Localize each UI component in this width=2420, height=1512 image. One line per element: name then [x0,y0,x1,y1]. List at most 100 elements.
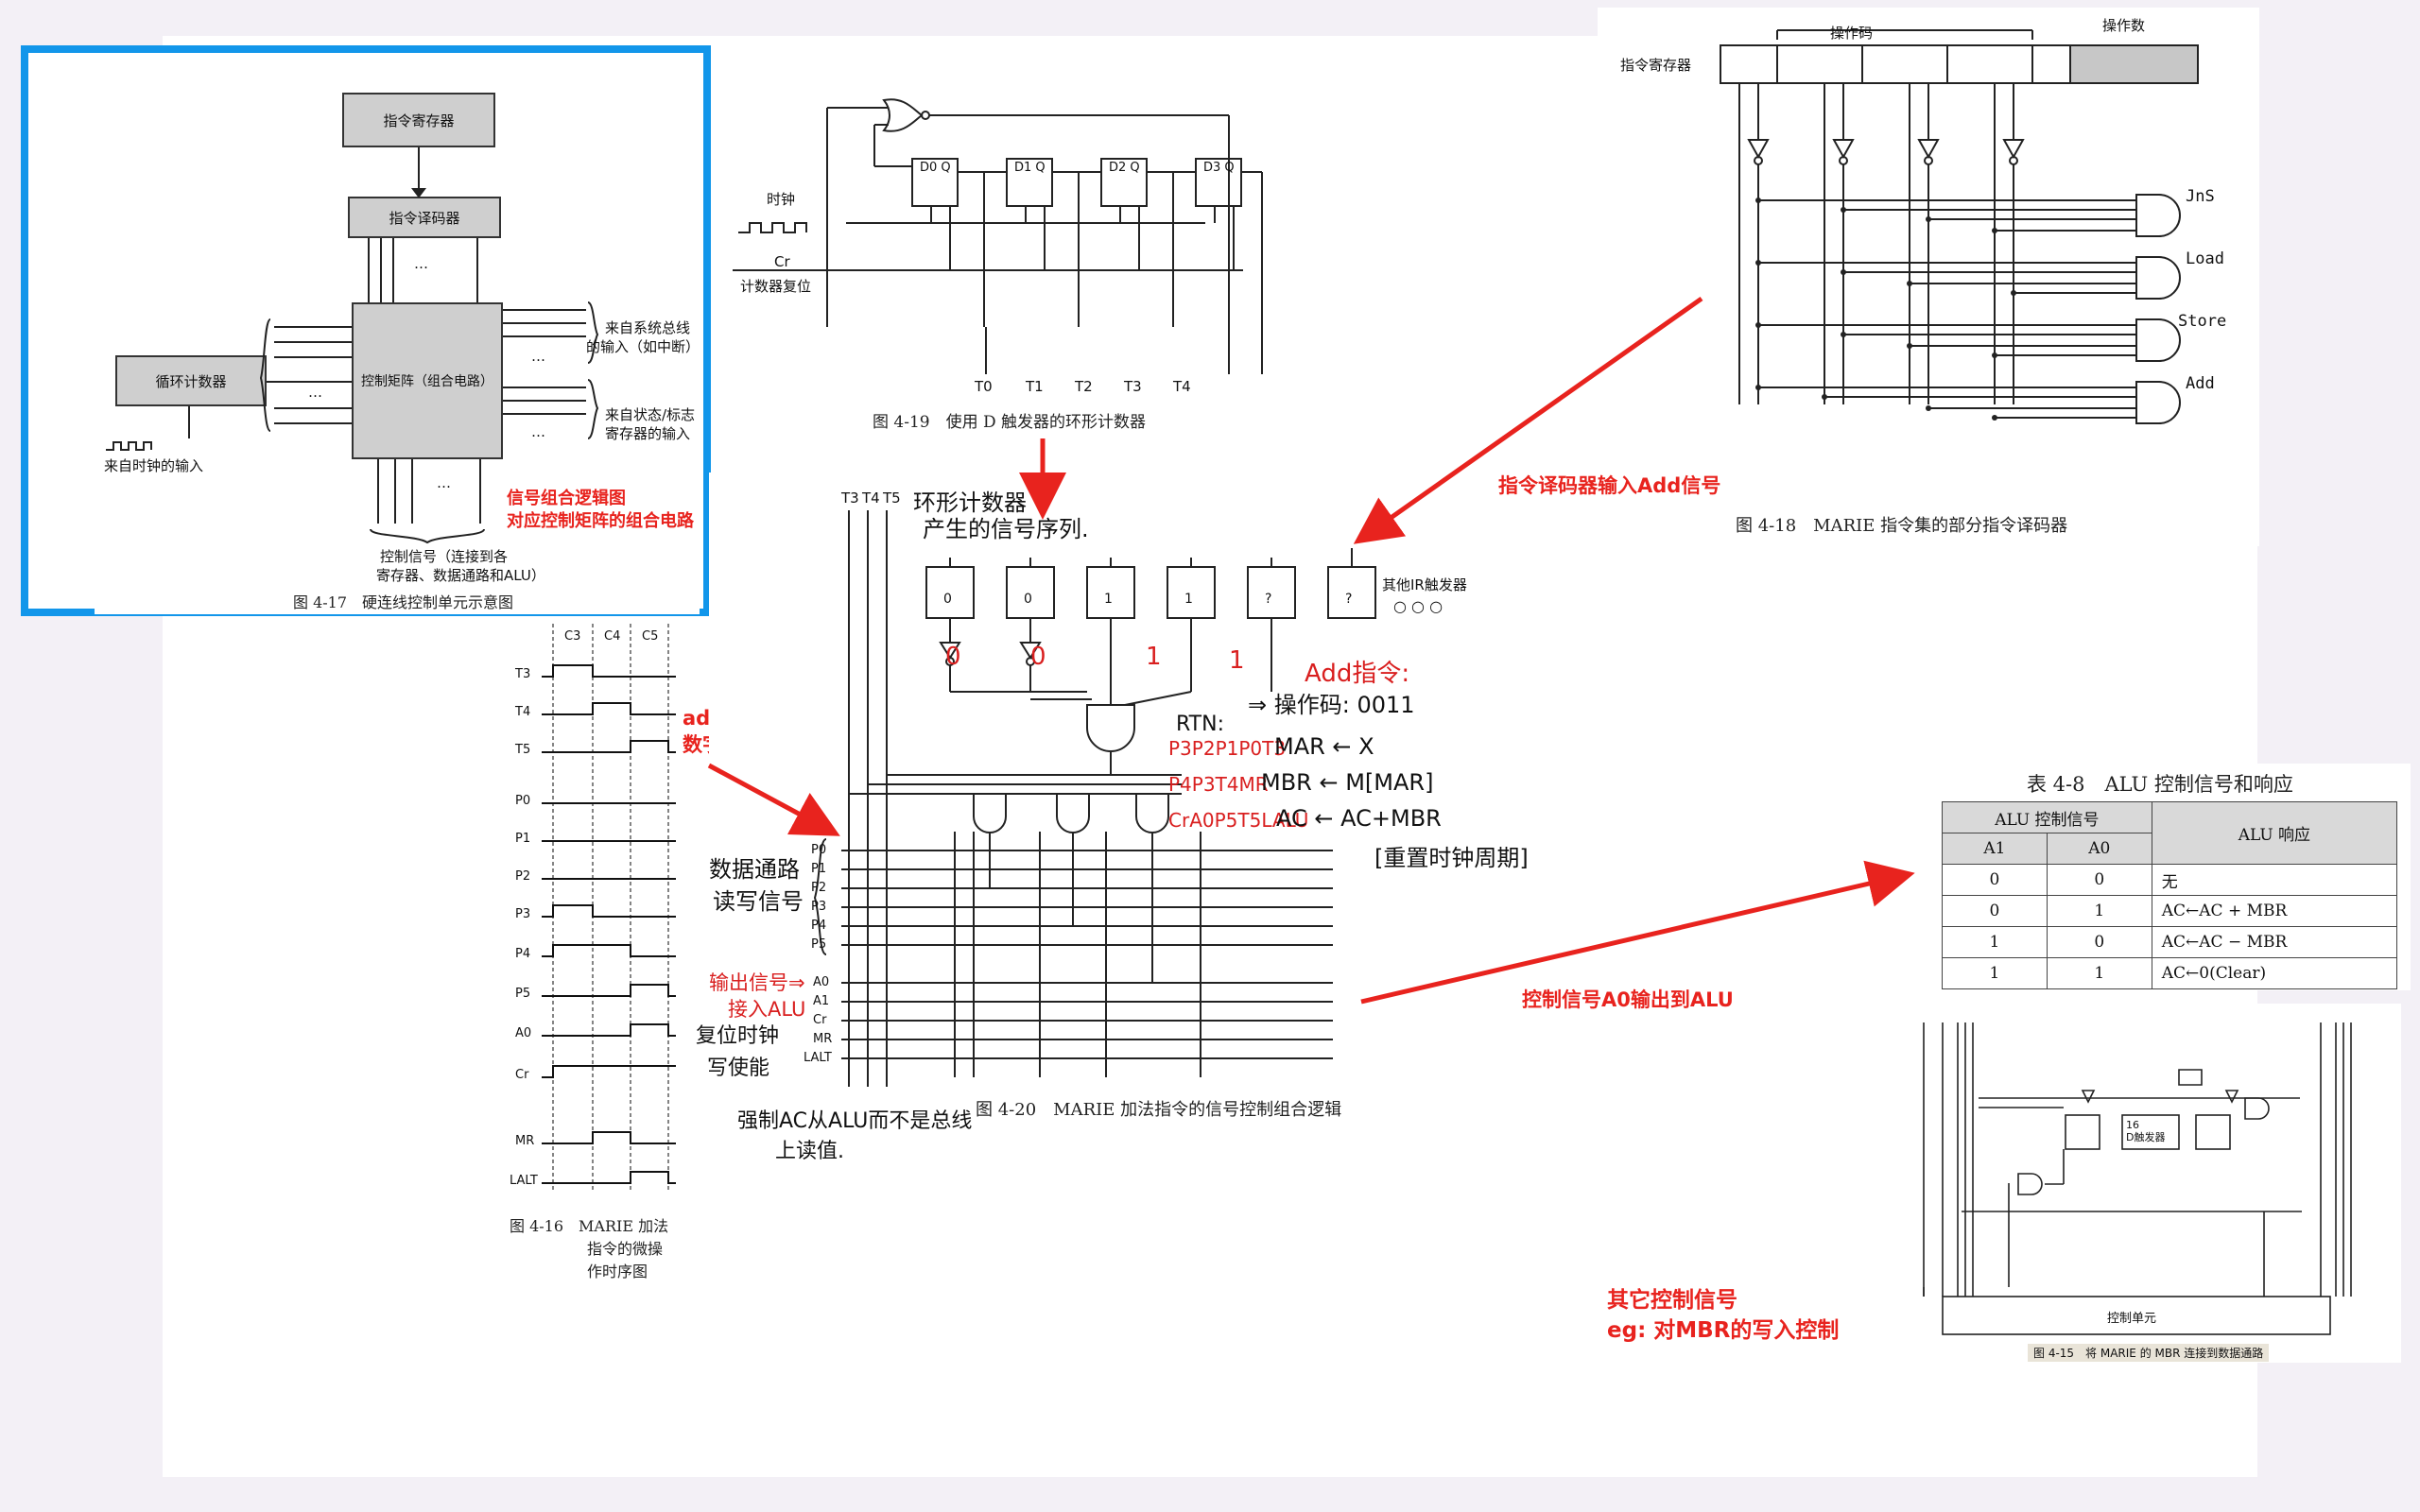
fig20-sig-a0: A0 [813,975,830,989]
fig17-dots-right-2: … [531,423,545,440]
fig17-flag-input-label-1: 来自状态/标志 [605,406,696,423]
fig20-bit-0: 0 [945,643,961,671]
fig18-operand-label: 操作数 [2102,17,2146,34]
fig16-row-p1: P1 [515,832,531,846]
fig17-cycle-counter: 循环计数器 [115,355,267,406]
fig15-note-2: eg: 对MBR的写入控制 [1607,1318,1840,1343]
fig20-ff-val-1: 0 [1024,592,1032,607]
fig20-force-note-2: 上读值. [775,1140,844,1163]
table48-cell: 1 [2046,895,2152,927]
fig20-rtn-arrow-2: MBR ← M[MAR] [1261,769,1434,796]
table48-cell: 0 [1942,864,2048,896]
fig16-waveforms [542,624,676,1191]
fig20-rtn-label: RTN: [1176,713,1224,736]
fig17-dots-right-1: … [531,348,545,365]
table48-cell: 0 [2046,926,2152,958]
fig15-caption: 图 4-15 将 MARIE 的 MBR 连接到数据通路 [2028,1344,2270,1362]
fig20-panel: T3 T4 T5 环形计数器 产生的信号序列. 0 0 1 1 ? ? 其他IR… [696,472,1598,1172]
fig20-rtn-arrow-3: AC ← AC+MBR [1276,805,1442,832]
fig17-caption: 图 4-17 硬连线控制单元示意图 [293,593,514,611]
fig16-row-t4: T4 [515,705,531,719]
fig20-add-note-2: ⇒ 操作码: 0011 [1248,692,1415,718]
fig18-note: 指令译码器输入Add信号 [1498,474,1721,497]
fig19-out-t1: T1 [1026,378,1044,395]
fig20-rtn-sig-3: CrA0P5T5LALU [1168,809,1309,832]
fig15-d-flipflop: 16 D触发器 [2126,1119,2166,1143]
fig20-reset-note: [重置时钟周期] [1374,845,1529,871]
fig20-ff-val-0: 0 [943,592,952,607]
fig18-panel: 操作码 操作数 指令寄存器 JnS Load Store Add 图 4-18 … [1598,8,2259,546]
fig16-panel: C3 C4 C5 T3 T4 T5 P0 P1 P2 P3 P4 P5 A0 C… [506,624,695,1304]
fig15-circuit [1923,1022,2352,1335]
fig18-gate-load: Load [2186,249,2224,268]
fig20-sig-p2: P2 [811,881,827,895]
fig20-reset-clock-note: 复位时钟 [696,1024,780,1048]
fig20-top-t4: T4 [862,490,880,507]
table-row: 0 0 无 [1942,864,2398,896]
table48-cell: 1 [1942,957,2048,989]
table48-cell: 1 [1942,926,2048,958]
fig16-caption-1: 图 4-16 MARIE 加法 [510,1217,669,1235]
fig16-row-a0: A0 [515,1026,532,1040]
fig18-gate-store: Store [2178,312,2227,331]
fig20-sig-a1: A1 [813,994,830,1008]
fig20-bit-1: 0 [1030,643,1046,671]
fig20-top-t3: T3 [841,490,859,507]
table48-cell: 0 [1942,895,2048,927]
fig20-data-path-note-2: 读写信号 [713,888,804,915]
fig19-out-t0: T0 [975,378,993,395]
fig20-write-enable-note: 写使能 [707,1057,770,1080]
fig20-out-sig-note-2: 接入ALU [728,998,806,1021]
fig17-control-matrix: 控制矩阵（组合电路） [352,302,503,459]
table48-cell: 1 [2046,957,2152,989]
fig19-ff-1: D1 Q [1014,161,1046,175]
fig17-dots-top: … [414,255,428,272]
fig20-ff-val-4: ? [1265,592,1272,607]
fig16-row-p4: P4 [515,947,531,961]
fig20-sig-mr: MR [813,1032,833,1046]
table48-cell: 无 [2151,864,2398,896]
fig20-force-note-1: 强制AC从ALU而不是总线 [737,1109,973,1133]
fig19-out-t4: T4 [1173,378,1191,395]
fig16-row-mr: MR [515,1134,535,1148]
fig18-circuit [1720,29,2199,424]
table48-title: 表 4-8 ALU 控制信号和响应 [2027,773,2293,796]
fig20-add-note-1: Add指令: [1305,660,1410,688]
fig20-circles: ○ ○ ○ [1393,597,1443,615]
fig19-reset-label: 计数器复位 [740,278,812,295]
fig19-cr-label: Cr [774,253,790,270]
fig18-gate-jns: JnS [2186,187,2215,206]
fig16-row-p0: P0 [515,794,531,808]
fig17-instruction-decoder: 指令译码器 [348,197,501,238]
fig20-ff-val-3: 1 [1184,592,1193,607]
fig15-panel: 16 D触发器 控制单元 图 4-15 将 MARIE 的 MBR 连接到数据通… [1867,1004,2401,1363]
fig16-row-t3: T3 [515,667,531,681]
fig20-out-sig-note-1: 输出信号⇒ [709,971,805,994]
fig20-bit-3: 1 [1229,646,1245,675]
fig19-clock-label: 时钟 [767,191,796,208]
table48-table: ALU 控制信号 ALU 响应 A1 A0 0 0 无 0 1 AC←AC + … [1942,801,2398,989]
fig20-ff-val-5: ? [1345,592,1353,607]
fig20-sig-p4: P4 [811,919,827,933]
fig20-bit-2: 1 [1146,643,1162,671]
fig17-clock-input-label: 来自时钟的输入 [104,457,204,474]
table48-header-a0: A0 [2046,833,2152,865]
fig20-sig-p1: P1 [811,862,827,876]
table-row: 0 1 AC←AC + MBR [1942,895,2398,927]
fig17-note-2: 对应控制矩阵的组合电路 [507,511,694,531]
fig17-dots-left: … [308,384,322,401]
fig20-circuit [813,510,1376,1087]
table48-panel: 表 4-8 ALU 控制信号和响应 ALU 控制信号 ALU 响应 A1 A0 … [1928,764,2411,990]
table48-header-response: ALU 响应 [2151,801,2398,865]
fig20-top-t5: T5 [883,490,901,507]
fig16-caption-3: 作时序图 [587,1263,648,1280]
table48-note: 控制信号A0输出到ALU [1522,988,1734,1011]
fig20-rtn-arrow-1: MAR ← X [1274,733,1374,760]
fig20-ff-val-2: 1 [1104,592,1113,607]
fig16-row-t5: T5 [515,743,531,757]
fig19-panel: D0 Q D1 Q D2 Q D3 Q 时钟 Cr 计数器复位 T0 T1 T2… [733,91,1309,440]
fig19-out-t3: T3 [1124,378,1142,395]
fig17-output-label-2: 寄存器、数据通路和ALU） [376,567,545,584]
fig19-circuit [733,98,1263,374]
fig17-note-1: 信号组合逻辑图 [507,489,626,508]
